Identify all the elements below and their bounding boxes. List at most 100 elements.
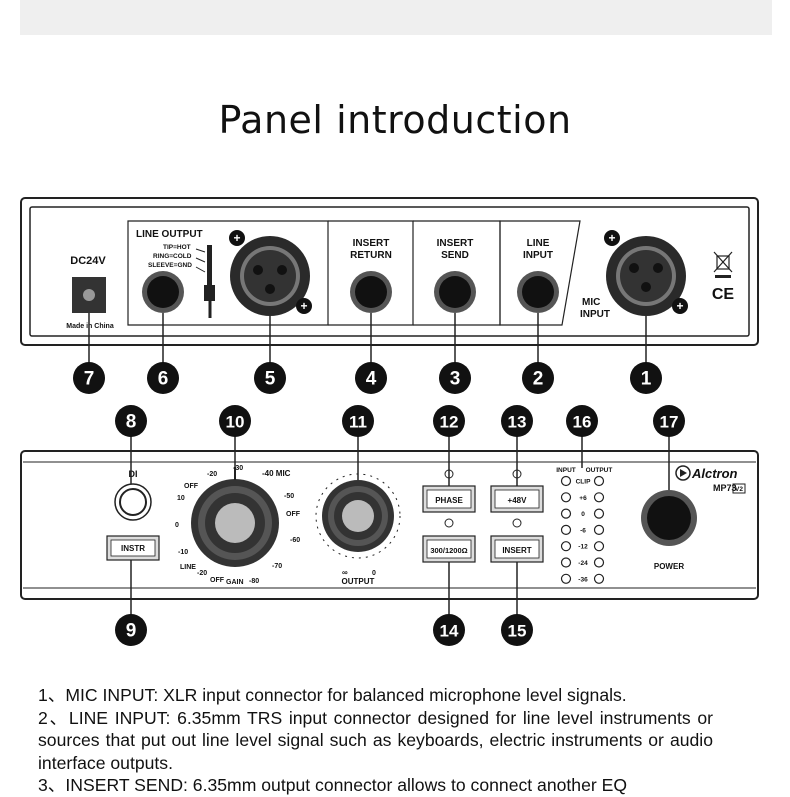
rear-panel: DC24V Made in China LINE OUTPUT TIP=HOT … [20, 197, 759, 346]
brand-name: Alctron [691, 466, 738, 481]
callout-circle [219, 405, 251, 437]
gain-scale-label: -30 [233, 465, 243, 472]
mic-input-label-1: MIC [582, 297, 600, 308]
gain-scale-label: -50 [284, 493, 294, 500]
page-title: Panel introduction [218, 98, 572, 142]
callout-circle [566, 405, 598, 437]
tip-label: TIP=HOT [163, 244, 191, 251]
insert-return-label-2: RETURN [350, 250, 392, 261]
gain-scale-label: LINE [180, 564, 196, 571]
xlr-mic-input-connector: + + [604, 230, 688, 316]
made-in-label: Made in China [66, 323, 114, 330]
callout-number: 15 [508, 622, 527, 641]
callout-number: 6 [158, 369, 169, 390]
meter-led [593, 573, 605, 584]
insert-return-label-1: INSERT [353, 238, 390, 249]
di-label: DI [129, 469, 138, 479]
line-input-label-2: INPUT [523, 250, 553, 261]
alctron-logo-icon [675, 465, 691, 481]
gain-scale-label: -20 [197, 570, 207, 577]
meter-led [560, 557, 572, 568]
insert-send-jack [434, 271, 476, 313]
callout-circle [115, 405, 147, 437]
ring-label: RING=COLD [153, 253, 192, 260]
line-input-label-1: LINE [527, 238, 550, 249]
meter-led [560, 508, 572, 519]
callout-number: 12 [440, 413, 459, 432]
svg-text:+: + [676, 299, 683, 313]
insert-send-label-2: SEND [441, 250, 469, 261]
meter-led [560, 541, 572, 552]
callout-number: 7 [84, 369, 95, 390]
meter-led [560, 524, 572, 536]
meter-led [560, 573, 572, 584]
callout-number: 4 [366, 369, 377, 390]
meter-input-label: INPUT [556, 467, 576, 474]
phase-button-label: PHASE [435, 496, 463, 505]
line-output-label: LINE OUTPUT [136, 229, 203, 240]
meter-led [560, 492, 572, 503]
front-panel: DI INSTR -20 -30 -40 MIC -50 OFF -60 -70… [20, 450, 759, 600]
gain-scale-label: OFF [210, 577, 225, 584]
insert-send-label-1: INSERT [437, 238, 474, 249]
xlr-output-connector: + + [229, 230, 312, 316]
line-input-jack [517, 271, 559, 313]
callout-number: 9 [126, 621, 137, 642]
callout-circle [433, 614, 465, 646]
callout-number: 10 [226, 413, 245, 432]
power-label: POWER [654, 562, 684, 571]
gain-scale-label: -60 [290, 537, 300, 544]
phantom-button-label: +48V [508, 496, 528, 505]
line-output-jack [142, 271, 184, 313]
gain-scale-label: -20 [207, 471, 217, 478]
level-meter: CLIP+60-6-12-24-36 [560, 475, 605, 584]
meter-level-label: 0 [581, 511, 585, 518]
insert-button-label: INSERT [502, 546, 531, 555]
svg-text:+: + [300, 299, 307, 313]
callout-number: 11 [349, 413, 367, 432]
callout-circle [433, 405, 465, 437]
gain-scale-label: -40 MIC [262, 469, 291, 478]
trs-plug-icon [195, 245, 215, 318]
callout-number: 2 [533, 369, 544, 390]
callout-circle [73, 362, 105, 394]
callout-number: 16 [573, 413, 592, 432]
meter-led [593, 475, 605, 487]
sleeve-label: SLEEVE=GND [148, 262, 192, 269]
model-name: MP73 [713, 483, 737, 493]
callout-circle [630, 362, 662, 394]
output-max-label: 0 [372, 570, 376, 577]
callout-number: 3 [450, 369, 461, 390]
meter-level-label: CLIP [576, 479, 591, 486]
meter-level-label: -6 [580, 527, 586, 534]
gain-knob [191, 467, 279, 567]
meter-led [593, 492, 605, 503]
meter-level-label: -36 [578, 576, 588, 583]
callout-circle [522, 362, 554, 394]
line-input-section [499, 220, 581, 326]
meter-led [593, 524, 605, 536]
panel-diagram: DC24V Made in China LINE OUTPUT TIP=HOT … [20, 197, 759, 646]
callout-circle [501, 405, 533, 437]
insert-led [512, 518, 522, 528]
callout-circle [254, 362, 286, 394]
callout-number: 5 [265, 369, 276, 390]
callout-number: 8 [126, 412, 137, 433]
callout-number: 1 [641, 369, 652, 390]
description-item: 2、LINE INPUT: 6.35mm TRS input connector… [38, 707, 713, 773]
output-label: OUTPUT [342, 577, 375, 586]
callout-number: 13 [508, 413, 527, 432]
dc-label: DC24V [70, 255, 106, 267]
callout-circle [439, 362, 471, 394]
gain-scale-label: -80 [249, 578, 259, 585]
model-badge: V2 [735, 486, 743, 493]
callout-number: 14 [440, 622, 459, 641]
description-list: 1、MIC INPUT: XLR input connector for bal… [38, 684, 713, 797]
meter-led [593, 541, 605, 552]
ce-mark: CE [712, 286, 735, 303]
svg-text:+: + [608, 231, 615, 245]
callout-circle [653, 405, 685, 437]
meter-level-label: -12 [578, 544, 588, 551]
instr-button-label: INSTR [121, 544, 145, 553]
